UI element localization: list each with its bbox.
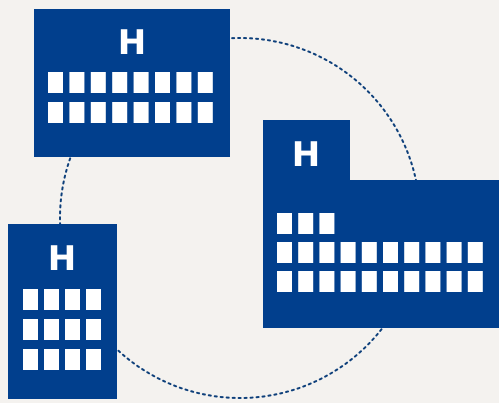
window — [44, 349, 59, 370]
window — [69, 72, 85, 93]
window — [112, 72, 128, 93]
window — [86, 289, 101, 310]
window — [197, 102, 213, 123]
hospital-building-top: H — [34, 9, 230, 157]
window — [23, 319, 38, 340]
window — [467, 271, 483, 292]
window — [383, 271, 398, 292]
window — [86, 319, 101, 340]
window — [361, 242, 377, 263]
window — [446, 271, 462, 292]
window — [86, 349, 101, 370]
window — [277, 271, 292, 292]
window — [133, 102, 149, 123]
window — [48, 72, 63, 93]
window — [112, 102, 128, 123]
window — [155, 102, 170, 123]
hospital-h-sign: H — [118, 23, 146, 63]
window — [69, 102, 85, 123]
building-body — [34, 9, 230, 157]
window — [65, 349, 80, 370]
hospital-building-bottom-left: H — [8, 224, 117, 399]
window-grid — [277, 213, 483, 292]
window — [361, 271, 377, 292]
window — [44, 319, 59, 340]
window — [133, 72, 149, 93]
window — [404, 242, 420, 263]
window — [425, 271, 441, 292]
window — [277, 213, 292, 234]
window — [197, 72, 213, 93]
building-tower — [263, 120, 350, 190]
hospital-h-sign: H — [48, 239, 76, 279]
window — [23, 289, 38, 310]
window — [340, 242, 356, 263]
window — [277, 242, 292, 263]
window — [340, 271, 356, 292]
window — [298, 213, 314, 234]
window — [90, 72, 106, 93]
window-grid — [48, 72, 213, 123]
window — [467, 242, 483, 263]
window — [23, 349, 38, 370]
window — [319, 271, 335, 292]
window — [90, 102, 106, 123]
window — [65, 289, 80, 310]
window — [44, 289, 59, 310]
window — [383, 242, 398, 263]
hospital-building-right: H — [263, 120, 499, 328]
window — [404, 271, 420, 292]
window — [446, 242, 462, 263]
window — [319, 213, 335, 234]
window — [298, 271, 314, 292]
window — [65, 319, 80, 340]
window — [176, 102, 192, 123]
window — [298, 242, 314, 263]
window — [48, 102, 63, 123]
window — [425, 242, 441, 263]
window — [176, 72, 192, 93]
window — [319, 242, 335, 263]
window — [155, 72, 170, 93]
window-grid — [23, 289, 101, 370]
hospital-h-sign: H — [292, 135, 320, 175]
